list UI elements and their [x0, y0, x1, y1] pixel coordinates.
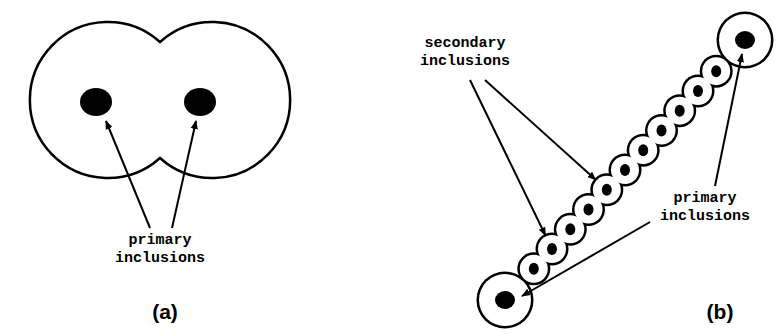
chain-outline [477, 12, 774, 329]
chain-fill [479, 14, 771, 326]
inclusion-label: primary inclusions [110, 232, 210, 268]
panel-letter: (a) [152, 300, 178, 324]
inclusion-dot [80, 88, 112, 116]
panel-letter: (b) [707, 300, 734, 324]
bubble-outline [30, 22, 290, 178]
inclusion-label: primary inclusions [655, 190, 755, 226]
inclusion-dots [495, 31, 755, 309]
inclusion-label: secondary inclusions [415, 35, 515, 71]
leader-lines [470, 54, 742, 296]
leader-lines [106, 121, 196, 228]
inclusion-dot [184, 88, 216, 116]
